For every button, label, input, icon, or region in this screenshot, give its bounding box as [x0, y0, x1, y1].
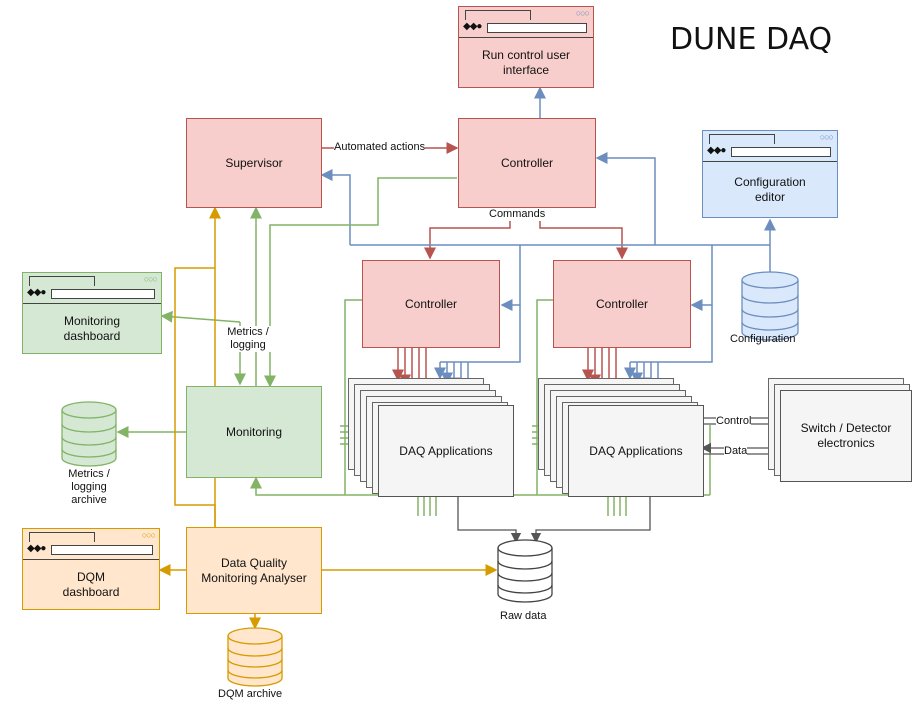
- nav-arrows-icon: ◆◆●: [27, 543, 46, 554]
- metrics-archive-db-label: Metrics / logging archive: [68, 468, 110, 506]
- diagram-title: DUNE DAQ: [670, 22, 833, 57]
- dqm-analyser-box: Data Quality Monitoring Analyser: [186, 527, 322, 614]
- run-control-window: ○○○ ◆◆● Run control user interface: [458, 6, 594, 88]
- monitoring-box: Monitoring: [186, 386, 322, 478]
- configuration-db-label: Configuration: [730, 333, 796, 345]
- metrics-archive-database: [61, 401, 117, 467]
- window-tab-strip: [29, 276, 95, 286]
- switch-detector-box: Switch / Detector electronics: [780, 390, 912, 482]
- nav-arrows-icon: ◆◆●: [27, 287, 46, 298]
- controller-left-box: Controller: [362, 260, 500, 348]
- dqm-dashboard-label: DQM dashboard: [62, 570, 120, 599]
- daq-applications-right: DAQ Applications: [568, 405, 704, 497]
- status-arrows: [320, 86, 776, 400]
- window-controls-icon: ○○○: [143, 274, 158, 284]
- nav-arrows-icon: ◆◆●: [707, 145, 726, 156]
- monitoring-dashboard-window: ○○○ ◆◆● Monitoring dashboard: [22, 272, 162, 354]
- window-divider: [23, 303, 161, 304]
- window-tab-strip: [29, 532, 95, 542]
- window-controls-icon: ○○○: [141, 530, 156, 540]
- data-label: Data: [724, 445, 748, 458]
- commands-arrow-right: [539, 207, 628, 260]
- supervisor-box: Supervisor: [186, 118, 322, 208]
- dqm-archive-database: [227, 627, 283, 687]
- raw-data-db-label: Raw data: [500, 610, 547, 622]
- window-tab-strip: [709, 134, 775, 144]
- window-tab-strip: [465, 10, 531, 20]
- daq-applications-left: DAQ Applications: [378, 405, 514, 497]
- commands-label: Commands: [489, 208, 546, 221]
- dqm-dashboard-window: ○○○ ◆◆● DQM dashboard: [22, 528, 160, 610]
- configuration-database: [741, 271, 799, 341]
- metrics-logging-label: Metrics / logging: [222, 326, 274, 352]
- configuration-editor-label: Configuration editor: [734, 175, 806, 204]
- run-control-label: Run control user interface: [481, 48, 571, 77]
- configuration-editor-window: ○○○ ◆◆● Configuration editor: [702, 130, 838, 218]
- automated-actions-label: Automated actions: [334, 141, 426, 154]
- dqm-archive-db-label: DQM archive: [218, 688, 283, 700]
- window-divider: [459, 37, 593, 38]
- url-bar: [51, 545, 153, 555]
- window-divider: [23, 559, 159, 560]
- window-divider: [703, 161, 837, 162]
- control-label: Control: [716, 415, 752, 428]
- controller-right-box: Controller: [553, 260, 691, 348]
- url-bar: [51, 289, 155, 299]
- controller-top-box: Controller: [458, 118, 596, 208]
- nav-arrows-icon: ◆◆●: [463, 21, 482, 32]
- url-bar: [487, 23, 587, 33]
- window-controls-icon: ○○○: [575, 8, 590, 18]
- data-arrows: [457, 412, 782, 544]
- url-bar: [731, 147, 831, 157]
- monitoring-dashboard-label: Monitoring dashboard: [63, 314, 121, 343]
- window-controls-icon: ○○○: [819, 132, 834, 142]
- raw-data-database: [497, 539, 553, 603]
